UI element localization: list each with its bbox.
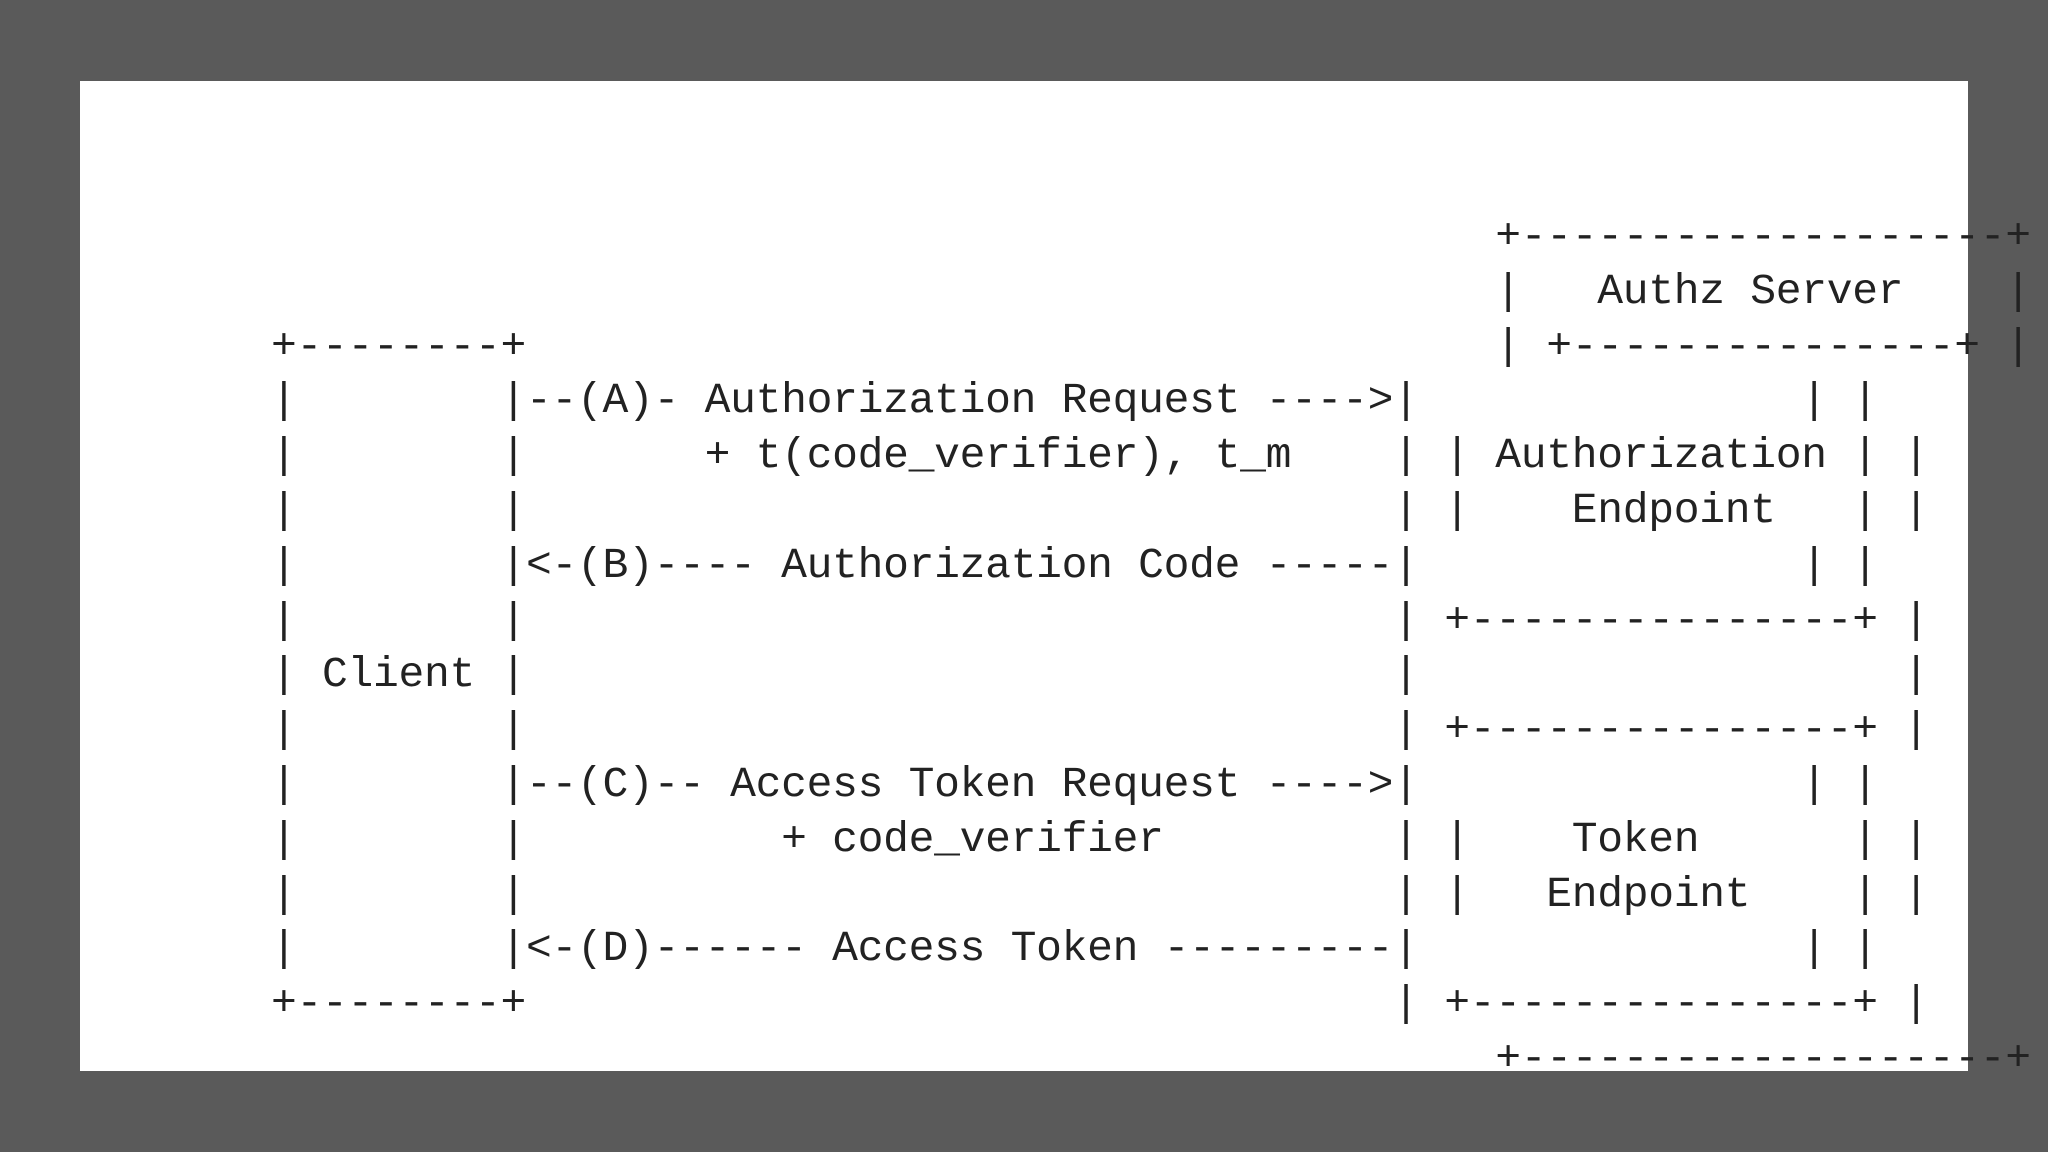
- diagram-line: | | | +---------------+ |: [271, 595, 1929, 645]
- diagram-line: | | | | Endpoint | |: [271, 485, 1929, 535]
- diagram-line: | | | +---------------+ |: [271, 705, 1929, 755]
- diagram-line: | Authz Server |: [271, 266, 2031, 316]
- diagram-line: | |<-(D)------ Access Token ---------| |…: [271, 924, 1878, 974]
- diagram-line: | |--(A)- Authorization Request ---->| |…: [271, 376, 1878, 426]
- diagram-line: | Client | | |: [271, 650, 1929, 700]
- diagram-line: | | + t(code_verifier), t_m | | Authoriz…: [271, 431, 1929, 481]
- diagram-line: | |<-(B)---- Authorization Code -----| |…: [271, 540, 1878, 590]
- diagram-line: | | | | Endpoint | |: [271, 869, 1929, 919]
- diagram-frame: +-------------------+ | Authz Server | +…: [80, 81, 2031, 1083]
- diagram-line: +--------+ | +---------------+ |: [271, 321, 2031, 371]
- diagram-line: +-------------------+: [271, 212, 2031, 261]
- ascii-flow-diagram: +-------------------+ | Authz Server | +…: [271, 210, 2031, 1087]
- diagram-line: +--------+ | +---------------+ |: [271, 979, 1929, 1029]
- diagram-line: | | + code_verifier | | Token | |: [271, 814, 1929, 864]
- diagram-line: | |--(C)-- Access Token Request ---->| |…: [271, 759, 1878, 809]
- diagram-line: +-------------------+: [271, 1033, 2031, 1083]
